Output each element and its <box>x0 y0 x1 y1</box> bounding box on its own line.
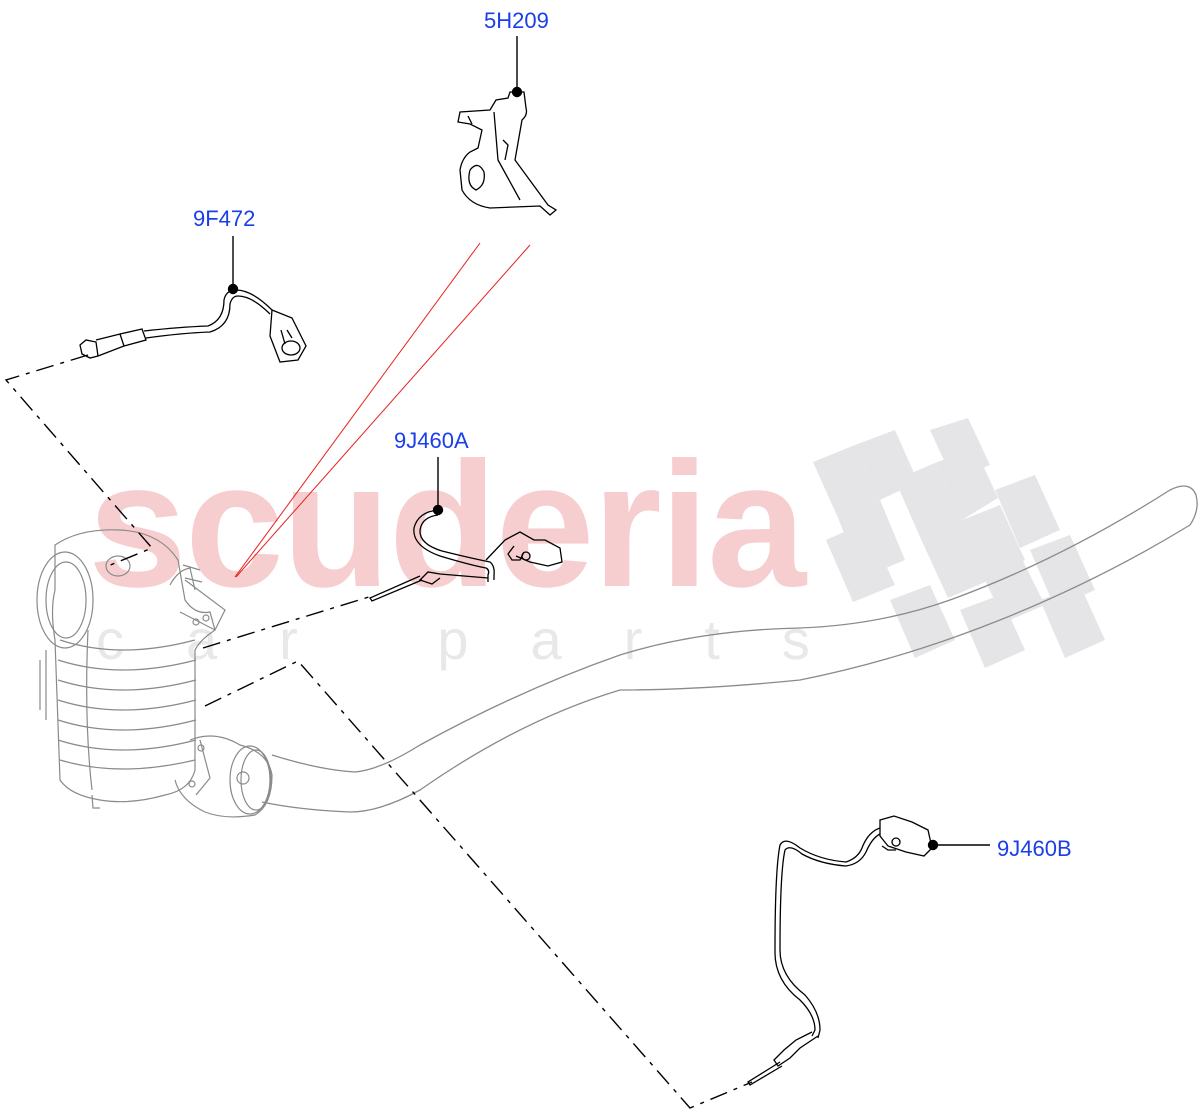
watermark-subtitle: car parts <box>96 608 872 671</box>
callout-9F472[interactable]: 9F472 <box>193 206 256 231</box>
part-5H209 <box>457 91 558 216</box>
callout-leaders <box>227 36 990 851</box>
part-9J460B <box>747 815 933 1086</box>
catalytic-converter-assembly <box>36 529 273 818</box>
part-9F472 <box>79 289 307 363</box>
part-9J460A <box>369 509 563 602</box>
exhaust-pipe <box>261 485 1198 813</box>
callout-9J460A[interactable]: 9J460A <box>394 428 469 453</box>
callout-9J460B[interactable]: 9J460B <box>997 836 1072 861</box>
red-reference-lines <box>234 242 531 578</box>
callout-5H209[interactable]: 5H209 <box>484 8 549 33</box>
installation-dash-lines <box>4 354 753 1109</box>
watermark-brand: scuderia <box>88 425 806 624</box>
